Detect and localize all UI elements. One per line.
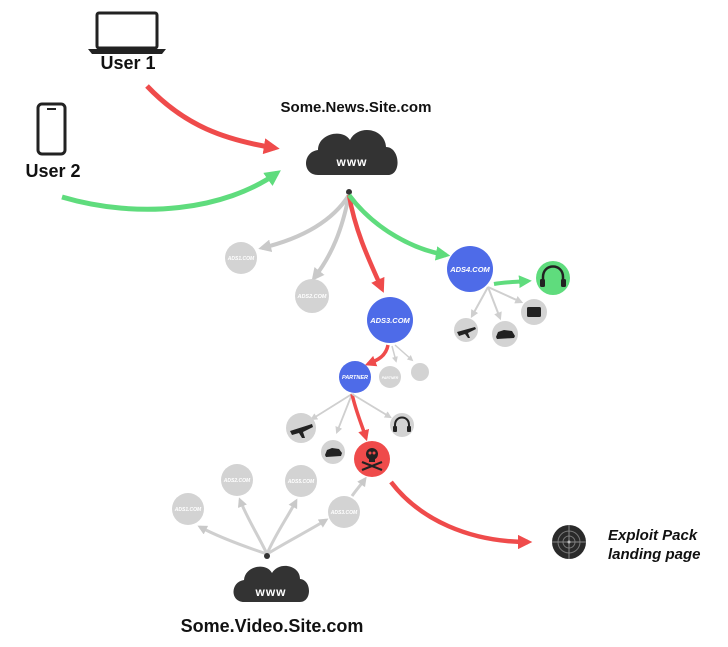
ads3-to-partner3-arrow — [394, 344, 414, 362]
airplane-icon — [286, 413, 316, 443]
ads1-node: ADS1.COM — [225, 242, 257, 274]
news-site-label: Some.News.Site.com — [281, 99, 432, 116]
airplane-icon — [454, 318, 478, 342]
ads4-to-plane-arrow — [470, 286, 489, 319]
svg-text:ADS2.COM: ADS2.COM — [223, 478, 251, 484]
partner-to-car-arrow — [335, 393, 353, 435]
svg-text:ADS1.COM: ADS1.COM — [227, 256, 255, 262]
skull-crossbones-icon — [354, 441, 390, 477]
video-site-label: Some.Video.Site.com — [181, 616, 364, 636]
svg-text:ADS3.COM: ADS3.COM — [369, 316, 410, 325]
exploit-pack-line2: landing page — [608, 546, 701, 563]
ads4-to-headphones-arrow — [493, 275, 532, 289]
ads4-to-bag-arrow — [487, 286, 524, 304]
svg-text:ADS2.COM: ADS2.COM — [296, 294, 326, 300]
smartphone-icon — [36, 102, 67, 156]
user1-label: User 1 — [100, 53, 155, 73]
partner-small-node: PARTNER — [379, 366, 401, 388]
video-to-ads5-arrow — [265, 498, 298, 555]
briefcase-icon — [521, 299, 547, 325]
video-to-ads2-arrow — [237, 497, 269, 555]
partner-tiny-node — [411, 363, 429, 381]
news-to-ads4-arrow — [347, 193, 451, 261]
svg-text:PARTNER: PARTNER — [342, 375, 368, 381]
laptop-icon — [88, 11, 166, 54]
news-to-ads2-arrow — [311, 194, 351, 282]
headphones-icon — [390, 413, 414, 437]
partner-to-malware-arrow — [350, 393, 370, 442]
video-junction-dot — [264, 553, 270, 559]
video-ads5-node: ADS5.COM — [285, 465, 317, 497]
video-ads3-node: ADS3.COM — [328, 496, 360, 528]
svg-text:ADS4.COM: ADS4.COM — [449, 265, 490, 274]
ads3-to-partner-arrow — [364, 344, 390, 367]
partner-node: PARTNER — [339, 361, 371, 393]
ads3-to-partner2-arrow — [391, 345, 398, 363]
ads4-node: ADS4.COM — [447, 246, 493, 292]
svg-text:ADS5.COM: ADS5.COM — [287, 479, 315, 485]
svg-text:PARTNER: PARTNER — [382, 376, 399, 380]
video-to-ads1-arrow — [197, 525, 268, 556]
svg-text:www: www — [254, 585, 286, 599]
video-cloud-icon: www — [233, 565, 309, 602]
ads4-to-car-arrow — [487, 286, 502, 321]
ads2-node: ADS2.COM — [295, 279, 329, 313]
user2-label: User 2 — [25, 161, 80, 181]
svg-text:ADS1.COM: ADS1.COM — [174, 507, 202, 513]
video-to-ads3-arrow — [266, 518, 329, 556]
news-junction-dot — [346, 189, 352, 195]
svg-text:ADS3.COM: ADS3.COM — [330, 510, 358, 516]
target-icon — [552, 525, 586, 559]
partner-to-plane-arrow — [310, 393, 353, 421]
news-cloud-icon: www — [306, 130, 398, 175]
news-to-ads3-arrow — [346, 194, 385, 293]
user2-to-news-arrow — [61, 170, 281, 212]
ads3-node: ADS3.COM — [367, 297, 413, 343]
svg-text:www: www — [335, 155, 367, 169]
video-ads1-node: ADS1.COM — [172, 493, 204, 525]
headphones-icon — [536, 261, 570, 295]
user1-to-news-arrow — [145, 84, 280, 155]
exploit-pack-line1: Exploit Pack — [608, 527, 698, 544]
video-ads2-node: ADS2.COM — [221, 464, 253, 496]
video-ads3-to-malware-arrow — [350, 476, 367, 497]
news-to-ads1-arrow — [258, 193, 351, 253]
car-icon — [492, 321, 518, 347]
malware-to-exploit-arrow — [389, 480, 533, 550]
car-icon — [321, 440, 345, 464]
partner-to-headphones-arrow — [351, 393, 392, 419]
